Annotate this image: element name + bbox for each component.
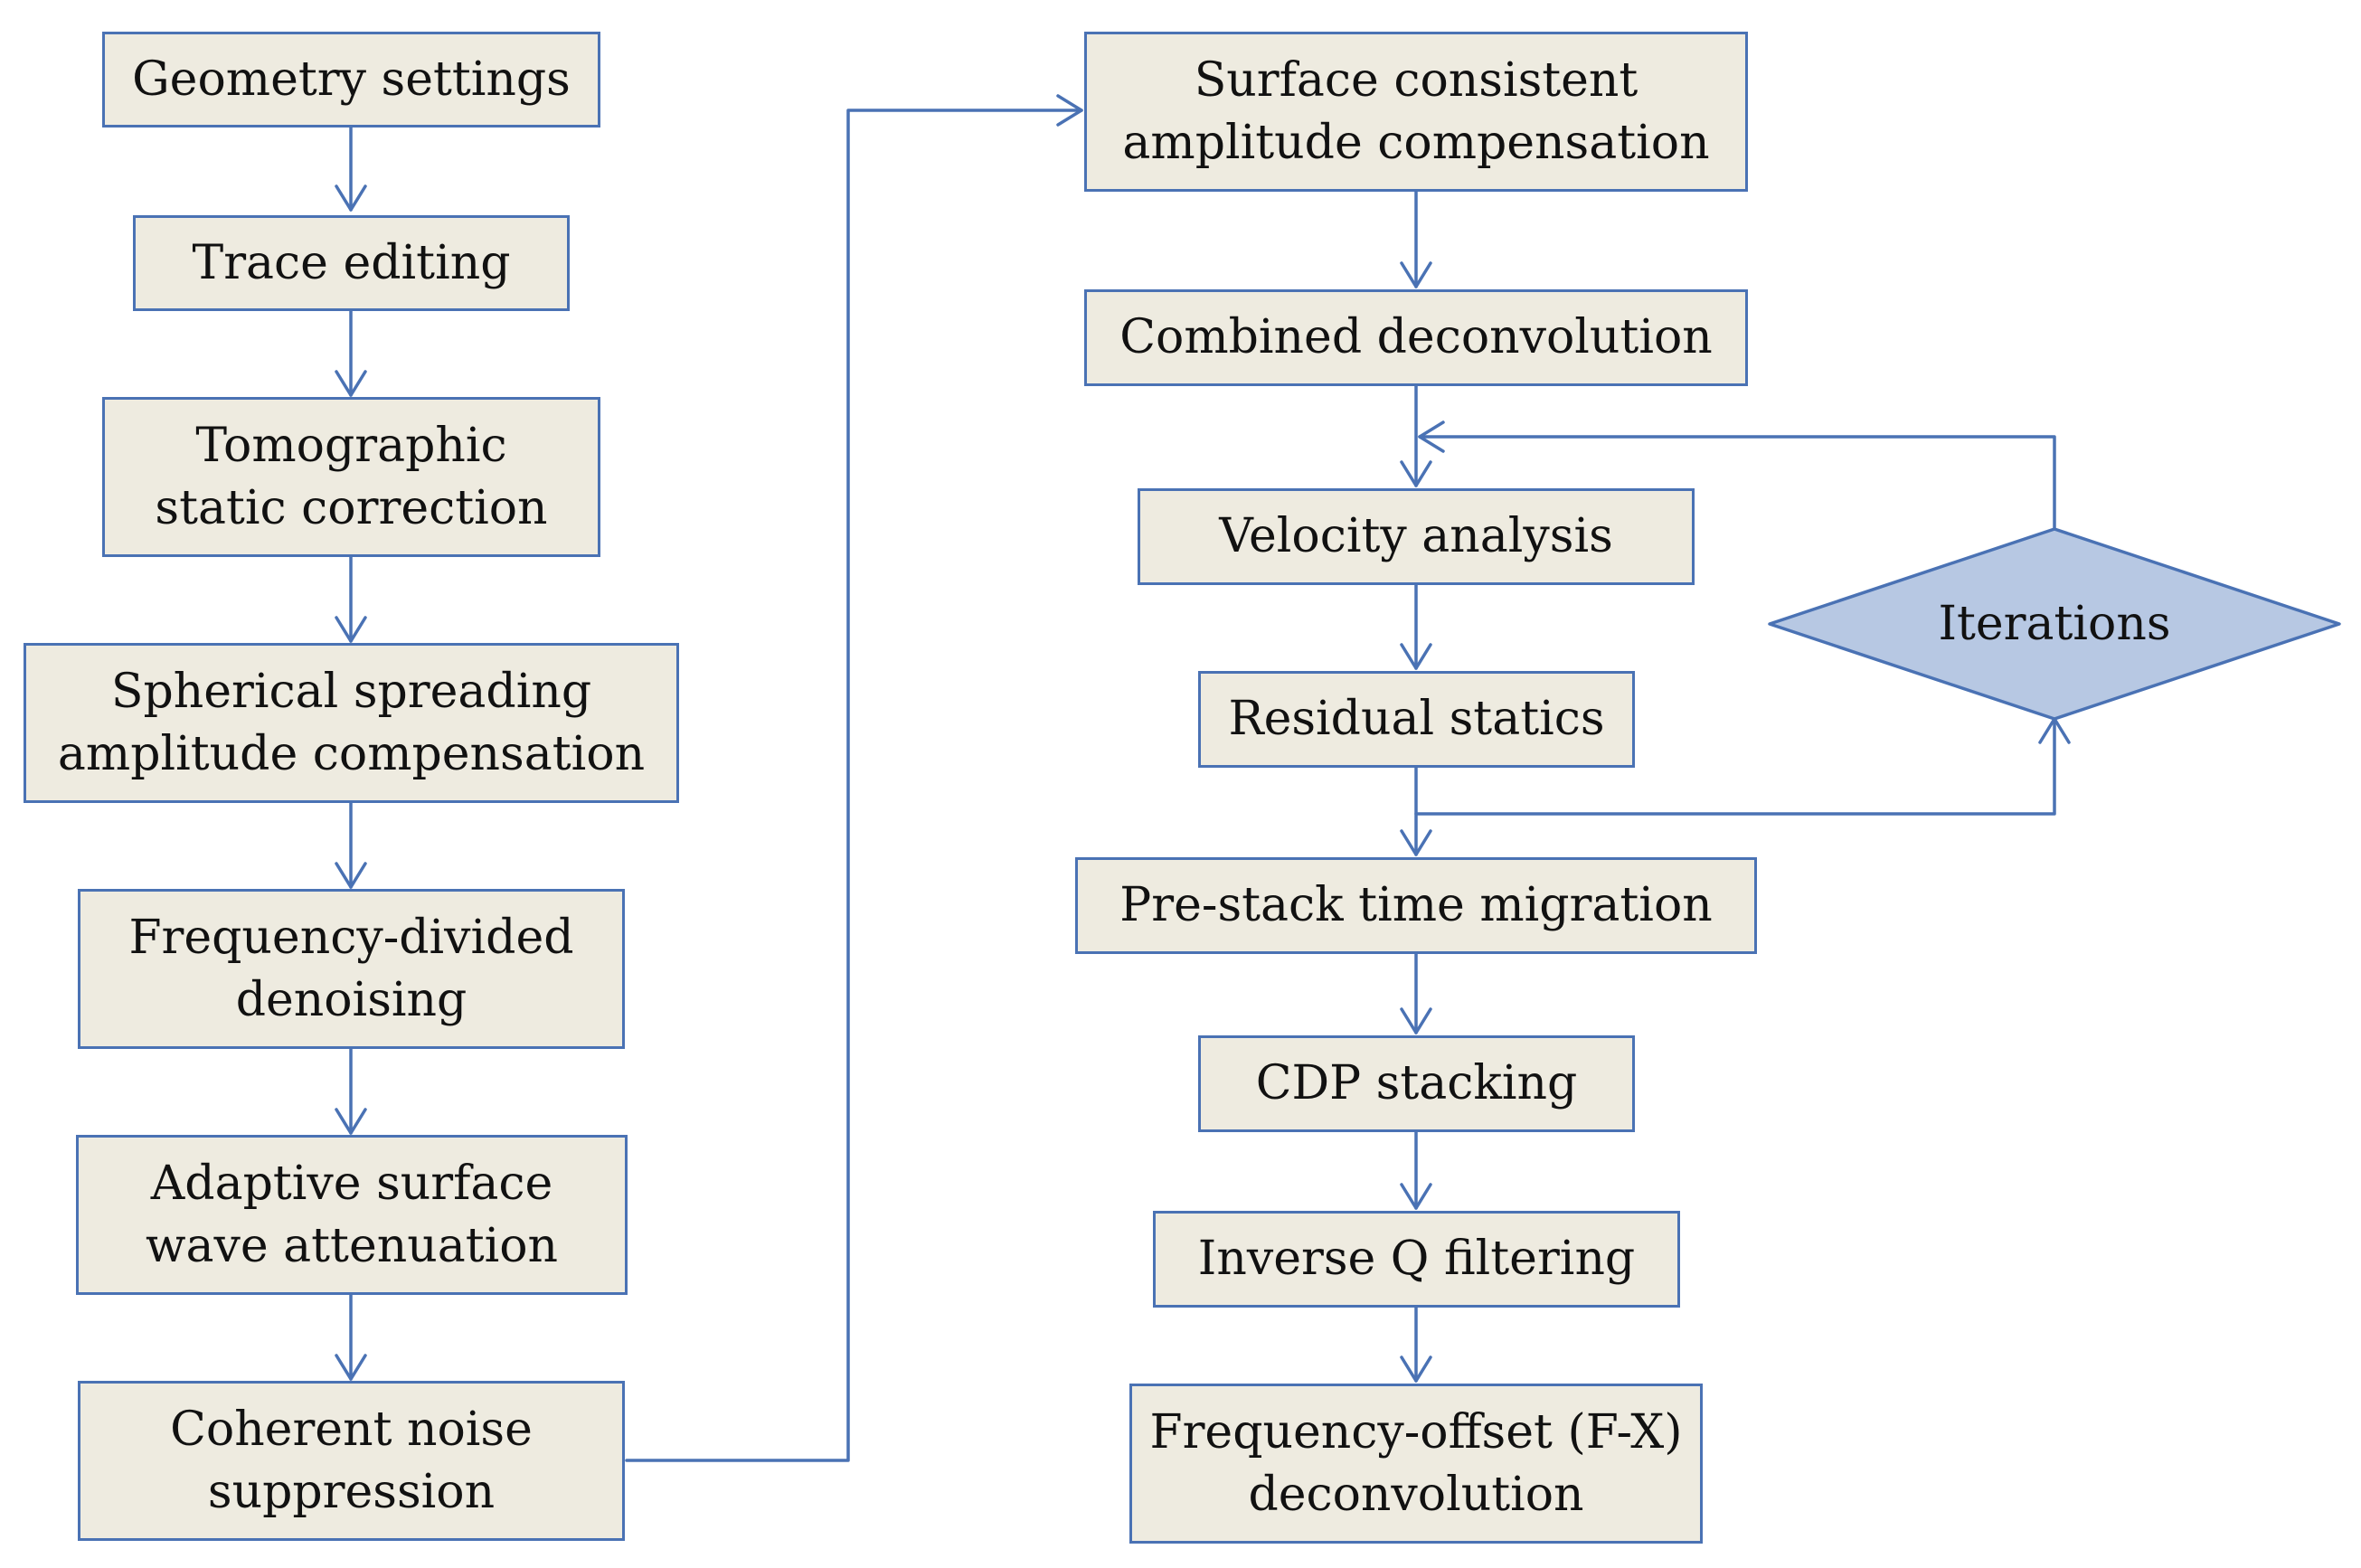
arrow-spherical-to-frequency [335, 801, 367, 889]
arrow-adaptive-to-coherent [335, 1293, 367, 1381]
adaptive-surface-wave-box: Adaptive surface wave attenuation [76, 1135, 628, 1295]
combined-deconvolution-label: Combined deconvolution [1119, 310, 1713, 365]
combined-deconvolution-box: Combined deconvolution [1084, 289, 1748, 386]
geometry-settings-label: Geometry settings [132, 52, 571, 107]
frequency-divided-label-line1: Frequency-divided [128, 910, 574, 965]
fx-deconvolution-box: Frequency-offset (F-X) deconvolution [1129, 1384, 1703, 1544]
spherical-label-line1: Spherical spreading [110, 664, 592, 719]
coherent-label-line1: Coherent noise [170, 1402, 533, 1457]
cdp-stacking-box: CDP stacking [1198, 1035, 1635, 1132]
fx-label-line2: deconvolution [1248, 1467, 1584, 1522]
cdp-stacking-label: CDP stacking [1255, 1056, 1578, 1111]
arrow-residual-to-prestack [1400, 766, 1432, 856]
spherical-spreading-box: Spherical spreading amplitude compensati… [24, 643, 679, 803]
arrow-combined-to-velocity [1400, 384, 1432, 487]
prestack-time-migration-box: Pre-stack time migration [1075, 857, 1757, 954]
residual-statics-box: Residual statics [1198, 671, 1635, 768]
tomographic-label-line1: Tomographic [195, 418, 507, 473]
surface-consistent-amplitude-box: Surface consistent amplitude compensatio… [1084, 32, 1748, 192]
arrow-tomographic-to-spherical [335, 555, 367, 643]
iterations-diamond [1768, 527, 2341, 721]
arrow-geometry-to-trace [335, 126, 367, 212]
inverse-q-filtering-box: Inverse Q filtering [1153, 1211, 1680, 1308]
frequency-divided-label-line2: denoising [235, 972, 467, 1027]
surface-consistent-label-line1: Surface consistent [1194, 52, 1639, 108]
prestack-migration-label: Pre-stack time migration [1119, 878, 1713, 933]
trace-editing-box: Trace editing [133, 215, 570, 311]
arrow-trace-to-tomographic [335, 309, 367, 397]
geometry-settings-box: Geometry settings [102, 32, 600, 128]
arrow-surface-to-combined [1400, 190, 1432, 288]
arrow-prestack-to-cdp [1400, 952, 1432, 1034]
velocity-analysis-label: Velocity analysis [1219, 509, 1613, 564]
tomographic-static-correction-box: Tomographic static correction [102, 397, 600, 557]
arrow-inverse-q-to-fx [1400, 1306, 1432, 1383]
inverse-q-label: Inverse Q filtering [1197, 1232, 1636, 1287]
tomographic-label-line2: static correction [155, 480, 548, 535]
residual-statics-label: Residual statics [1228, 692, 1605, 747]
iterations-label: Iterations [1938, 597, 2171, 651]
arrow-cdp-to-inverse-q [1400, 1130, 1432, 1210]
arrow-iterations-back-to-velocity [1418, 420, 2056, 531]
coherent-noise-suppression-box: Coherent noise suppression [78, 1381, 625, 1541]
trace-editing-label: Trace editing [192, 235, 511, 290]
spherical-label-line2: amplitude compensation [57, 726, 646, 781]
fx-label-line1: Frequency-offset (F-X) [1149, 1404, 1683, 1459]
arrow-velocity-to-residual [1400, 583, 1432, 670]
velocity-analysis-box: Velocity analysis [1138, 488, 1695, 585]
coherent-label-line2: suppression [207, 1464, 496, 1519]
arrow-frequency-to-adaptive [335, 1047, 367, 1135]
adaptive-label-line2: wave attenuation [145, 1218, 559, 1273]
frequency-divided-denoising-box: Frequency-divided denoising [78, 889, 625, 1049]
adaptive-label-line1: Adaptive surface [150, 1156, 553, 1211]
surface-consistent-label-line2: amplitude compensation [1122, 115, 1710, 170]
arrow-coherent-to-surface-consistent [625, 94, 1083, 1462]
